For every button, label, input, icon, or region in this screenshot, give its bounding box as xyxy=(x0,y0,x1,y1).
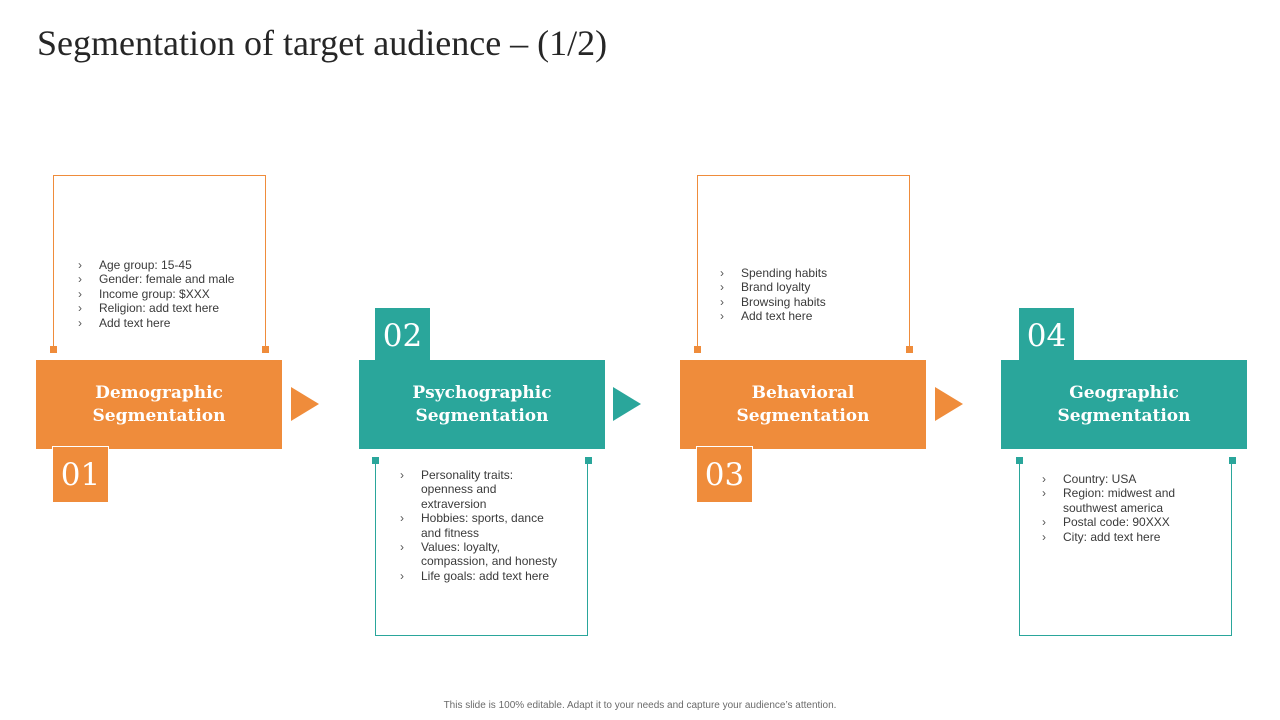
list-item: Add text here xyxy=(720,309,900,324)
geographic-details-box xyxy=(1019,461,1232,636)
list-item: Religion: add text here xyxy=(78,301,258,316)
connector-dot xyxy=(262,346,269,353)
footer-note: This slide is 100% editable. Adapt it to… xyxy=(443,700,837,711)
right-arrow-icon xyxy=(613,387,641,421)
list-item: Postal code: 90XXX xyxy=(1042,515,1212,530)
behavioral-segment-block: Behavioral Segmentation xyxy=(680,360,926,449)
psychographic-segment-block: Psychographic Segmentation xyxy=(359,360,605,449)
step-number-01: 01 xyxy=(52,446,109,503)
list-item: Gender: female and male xyxy=(78,272,258,287)
segment-label: Geographic Segmentation xyxy=(1057,382,1191,426)
list-item: Hobbies: sports, dance and fitness xyxy=(400,511,561,540)
list-item: Income group: $XXX xyxy=(78,287,258,302)
segment-label: Segmentation xyxy=(415,405,549,426)
psychographic-points-list: Personality traits: openness and extrave… xyxy=(400,468,565,584)
list-item: Life goals: add text here xyxy=(400,569,565,584)
list-item: Country: USA xyxy=(1042,472,1212,487)
connector-dot xyxy=(906,346,913,353)
demographic-points-list: Age group: 15-45 Gender: female and male… xyxy=(78,258,258,330)
list-item: Browsing habits xyxy=(720,295,900,310)
list-item: Personality traits: openness and extrave… xyxy=(400,468,539,511)
connector-dot xyxy=(1016,457,1023,464)
connector-dot xyxy=(1229,457,1236,464)
segment-label: Demographic xyxy=(95,382,223,403)
list-item: Region: midwest and southwest america xyxy=(1042,486,1188,515)
psychographic-details-box xyxy=(375,461,588,636)
segment-label: Segmentation xyxy=(92,405,226,426)
segment-label: Segmentation xyxy=(736,405,870,426)
geographic-segment-block: Geographic Segmentation xyxy=(1001,360,1247,449)
step-number-04: 04 xyxy=(1018,307,1075,364)
demographic-segment-block: Demographic Segmentation xyxy=(36,360,282,449)
segment-label: Behavioral xyxy=(751,382,855,403)
demographic-details-box xyxy=(53,175,266,351)
right-arrow-icon xyxy=(935,387,963,421)
step-number-03: 03 xyxy=(696,446,753,503)
connector-dot xyxy=(372,457,379,464)
right-arrow-icon xyxy=(291,387,319,421)
list-item: Values: loyalty, compassion, and honesty xyxy=(400,540,563,569)
slide-title: Segmentation of target audience – (1/2) xyxy=(37,23,608,63)
geographic-points-list: Country: USA Region: midwest and southwe… xyxy=(1042,472,1212,544)
list-item: Age group: 15-45 xyxy=(78,258,258,273)
behavioral-details-box xyxy=(697,175,910,351)
connector-dot xyxy=(694,346,701,353)
connector-dot xyxy=(585,457,592,464)
behavioral-points-list: Spending habits Brand loyalty Browsing h… xyxy=(720,266,900,324)
list-item: City: add text here xyxy=(1042,530,1212,545)
list-item: Add text here xyxy=(78,316,258,331)
connector-dot xyxy=(50,346,57,353)
list-item: Brand loyalty xyxy=(720,280,900,295)
list-item: Spending habits xyxy=(720,266,900,281)
step-number-02: 02 xyxy=(374,307,431,364)
segment-label: Psychographic xyxy=(412,382,552,403)
